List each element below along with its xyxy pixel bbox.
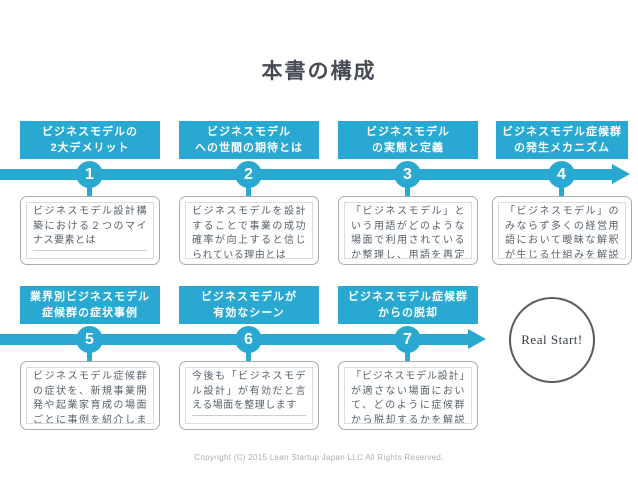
- stage-7-connector: [405, 345, 410, 362]
- stage-2-header-line1: ビジネスモデル: [207, 126, 291, 138]
- stage-5-connector: [87, 345, 92, 362]
- stage-7-header-line1: ビジネスモデル症候群: [348, 291, 468, 303]
- timeline-bar-2: [0, 334, 468, 345]
- stage-3-body-text: 「ビジネスモデル」という用語がどのような場面で利用されているか整理し、用語を再定…: [351, 205, 465, 258]
- slide-title: 本書の構成: [261, 60, 377, 83]
- timeline-bar-1: [0, 169, 612, 180]
- stage-5-header: 業界別ビジネスモデル 症候群の症状事例: [20, 286, 160, 324]
- stage-6-connector: [246, 345, 251, 362]
- stage-4-card-inner: 「ビジネスモデル」のみならず多くの経営用語において曖昧な解釈が生じる仕組みを解説…: [498, 202, 626, 259]
- stage-1-number-badge: 1: [76, 161, 103, 188]
- stage-7-number-badge: 7: [394, 326, 421, 353]
- stage-1-connector: [87, 180, 92, 197]
- stage-6-header: ビジネスモデルが 有効なシーン: [179, 286, 319, 324]
- stage-2-header-line2: への世間の期待とは: [195, 142, 303, 154]
- stage-4-card: 「ビジネスモデル」のみならず多くの経営用語において曖昧な解釈が生じる仕組みを解説…: [492, 196, 632, 265]
- stage-2-connector: [246, 180, 251, 197]
- stage-3-header-line2: の実態と定義: [372, 142, 444, 154]
- stage-6-number-badge: 6: [235, 326, 262, 353]
- stage-6-card-inner: 今後も「ビジネスモデル設計」が有効だと言える場面を整理します: [185, 367, 313, 424]
- stage-6-header-line1: ビジネスモデルが: [201, 291, 297, 303]
- stage-4-header: ビジネスモデル症候群 の発生メカニズム: [496, 121, 628, 159]
- copyright-text: Copyright (C) 2015 Lean Startup Japan LL…: [194, 453, 444, 462]
- stage-4-body-text: 「ビジネスモデル」のみならず多くの経営用語において曖昧な解釈が生じる仕組みを解説…: [505, 205, 619, 258]
- stage-5-body-text: ビジネスモデル症候群の症状を、新規事業開発や起業家育成の場面ごとに事例を紹介しま…: [33, 370, 147, 423]
- stage-2-number-badge: 2: [235, 161, 262, 188]
- real-start-circle: Real Start!: [509, 297, 595, 383]
- stage-7-header-line2: からの脱却: [378, 307, 438, 319]
- stage-4-number-badge: 4: [548, 161, 575, 188]
- stage-2-body-text: ビジネスモデルを設計することで事業の成功確率が向上すると信じられている理由とは: [192, 205, 306, 258]
- stage-2-header: ビジネスモデル への世間の期待とは: [179, 121, 319, 159]
- stage-3-header-line1: ビジネスモデル: [366, 126, 450, 138]
- stage-1-card-inner: ビジネスモデル設計構築における２つのマイナス要素とは: [26, 202, 154, 259]
- stage-3-card: 「ビジネスモデル」という用語がどのような場面で利用されているか整理し、用語を再定…: [338, 196, 478, 265]
- stage-2-card: ビジネスモデルを設計することで事業の成功確率が向上すると信じられている理由とは: [179, 196, 319, 265]
- stage-3-card-inner: 「ビジネスモデル」という用語がどのような場面で利用されているか整理し、用語を再定…: [344, 202, 472, 259]
- stage-5-card: ビジネスモデル症候群の症状を、新規事業開発や起業家育成の場面ごとに事例を紹介しま…: [20, 361, 160, 430]
- stage-7-card: 「ビジネスモデル設計」が適さない場面において、どのように症候群から脱却するかを解…: [338, 361, 478, 430]
- stage-5-card-inner: ビジネスモデル症候群の症状を、新規事業開発や起業家育成の場面ごとに事例を紹介しま…: [26, 367, 154, 424]
- stage-3-connector: [405, 180, 410, 197]
- stage-7-body-text: 「ビジネスモデル設計」が適さない場面において、どのように症候群から脱却するかを解…: [351, 370, 465, 423]
- stage-1-header: ビジネスモデルの 2大デメリット: [20, 121, 160, 159]
- stage-7-header: ビジネスモデル症候群 からの脱却: [338, 286, 478, 324]
- stage-1-body-text: ビジネスモデル設計構築における２つのマイナス要素とは: [33, 205, 147, 251]
- stage-6-header-line2: 有効なシーン: [213, 307, 285, 319]
- stage-5-header-line1: 業界別ビジネスモデル: [30, 291, 150, 303]
- stage-1-card: ビジネスモデル設計構築における２つのマイナス要素とは: [20, 196, 160, 265]
- stage-5-header-line2: 症候群の症状事例: [42, 307, 138, 319]
- stage-1-header-line2: 2大デメリット: [50, 142, 130, 154]
- stage-6-card: 今後も「ビジネスモデル設計」が有効だと言える場面を整理します: [179, 361, 319, 430]
- stage-6-body-text: 今後も「ビジネスモデル設計」が有効だと言える場面を整理します: [192, 370, 306, 416]
- stage-1-header-line1: ビジネスモデルの: [42, 126, 138, 138]
- stage-3-number-badge: 3: [394, 161, 421, 188]
- stage-4-header-line2: の発生メカニズム: [514, 142, 610, 154]
- stage-4-header-line1: ビジネスモデル症候群: [502, 126, 622, 138]
- stage-5-number-badge: 5: [76, 326, 103, 353]
- stage-2-card-inner: ビジネスモデルを設計することで事業の成功確率が向上すると信じられている理由とは: [185, 202, 313, 259]
- real-start-label: Real Start!: [521, 332, 583, 347]
- stage-4-connector: [559, 180, 564, 197]
- arrow-right-icon: [612, 164, 630, 184]
- arrow-right-icon: [468, 329, 486, 349]
- stage-3-header: ビジネスモデル の実態と定義: [338, 121, 478, 159]
- stage-7-card-inner: 「ビジネスモデル設計」が適さない場面において、どのように症候群から脱却するかを解…: [344, 367, 472, 424]
